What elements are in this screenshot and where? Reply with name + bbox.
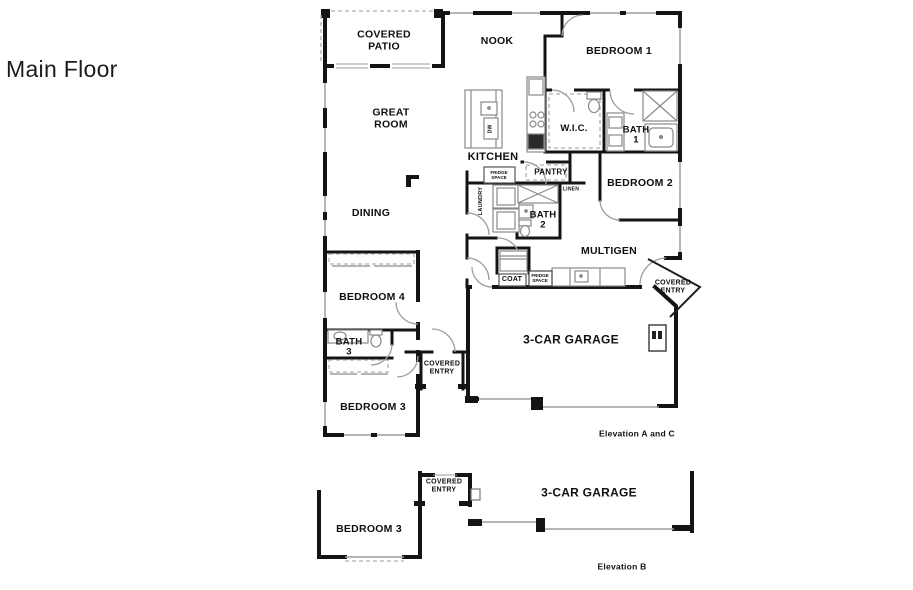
kitchen-island: [464, 89, 503, 149]
room-label-pantry: PANTRY: [534, 167, 568, 177]
room-label-dining: DINING: [351, 207, 391, 220]
bath2-fixtures: [517, 184, 559, 238]
fridge-space-box: [483, 166, 516, 184]
room-label-bedroom-4: BEDROOM 4: [339, 291, 405, 304]
kitchen-counter-range: [526, 76, 546, 153]
room-label-multigen: MULTIGEN: [580, 245, 638, 258]
toilet-icon: [586, 91, 602, 100]
room-label-bedroom-1: BEDROOM 1: [586, 45, 652, 58]
elevation-b-thin: [345, 474, 674, 558]
page-title: Main Floor: [6, 56, 118, 82]
elevation-b-column: [470, 488, 481, 501]
dishwasher-label: DW: [487, 124, 494, 134]
toilet-icon: [369, 329, 383, 336]
water-heater: [648, 324, 667, 352]
label-linen: LINEN: [562, 186, 580, 193]
room-label-garage: 3-CAR GARAGE: [523, 332, 619, 347]
room-label-nook: NOOK: [480, 35, 514, 48]
wall-stub: [406, 175, 419, 187]
room-label-covered-entry-b: COVERED ENTRY: [425, 478, 463, 493]
dashed-lines: [320, 10, 601, 562]
room-label-garage-b: 3-CAR GARAGE: [541, 485, 637, 500]
washer-dryer: [492, 184, 520, 233]
multigen-kitchenette: [528, 267, 626, 287]
room-label-bedroom-3-b: BEDROOM 3: [336, 523, 402, 536]
oven-icon: [527, 133, 545, 150]
label-kitchenette-fridge-space: FRIDGE SPACE: [531, 272, 549, 283]
wall-chunks: [321, 9, 543, 410]
elevation-b-walls: [317, 471, 694, 559]
coat-closet: [498, 250, 528, 287]
label-coat: COAT: [501, 276, 523, 284]
room-label-bath-2: BATH 2: [529, 209, 557, 231]
room-label-laundry: LAUNDRY: [477, 186, 484, 216]
room-label-covered-entry-right: COVERED ENTRY: [654, 279, 692, 294]
room-label-kitchen: KITCHEN: [467, 150, 519, 163]
porch-outline-right: [647, 258, 702, 318]
room-label-wic: W.I.C.: [560, 122, 588, 134]
room-label-great-room: GREAT ROOM: [372, 106, 410, 130]
elevation-b-caption: Elevation B: [597, 561, 647, 572]
room-label-bedroom-2: BEDROOM 2: [607, 177, 673, 190]
room-label-bath-3: BATH 3: [335, 336, 363, 358]
elevation-b-chunks: [414, 501, 694, 532]
bath3-fixtures: [327, 329, 383, 348]
room-label-covered-patio: COVERED PATIO: [357, 28, 411, 52]
door-arcs: [370, 14, 667, 378]
windows: [324, 12, 681, 436]
elevation-a-caption: Elevation A and C: [599, 428, 675, 439]
bath1-fixtures: [586, 90, 678, 152]
room-label-covered-entry-left: COVERED ENTRY: [423, 360, 461, 375]
label-fridge-space: FRIDGE SPACE: [490, 169, 508, 180]
room-label-bedroom-3: BEDROOM 3: [340, 401, 406, 414]
room-label-bath-1: BATH 1: [622, 124, 650, 146]
